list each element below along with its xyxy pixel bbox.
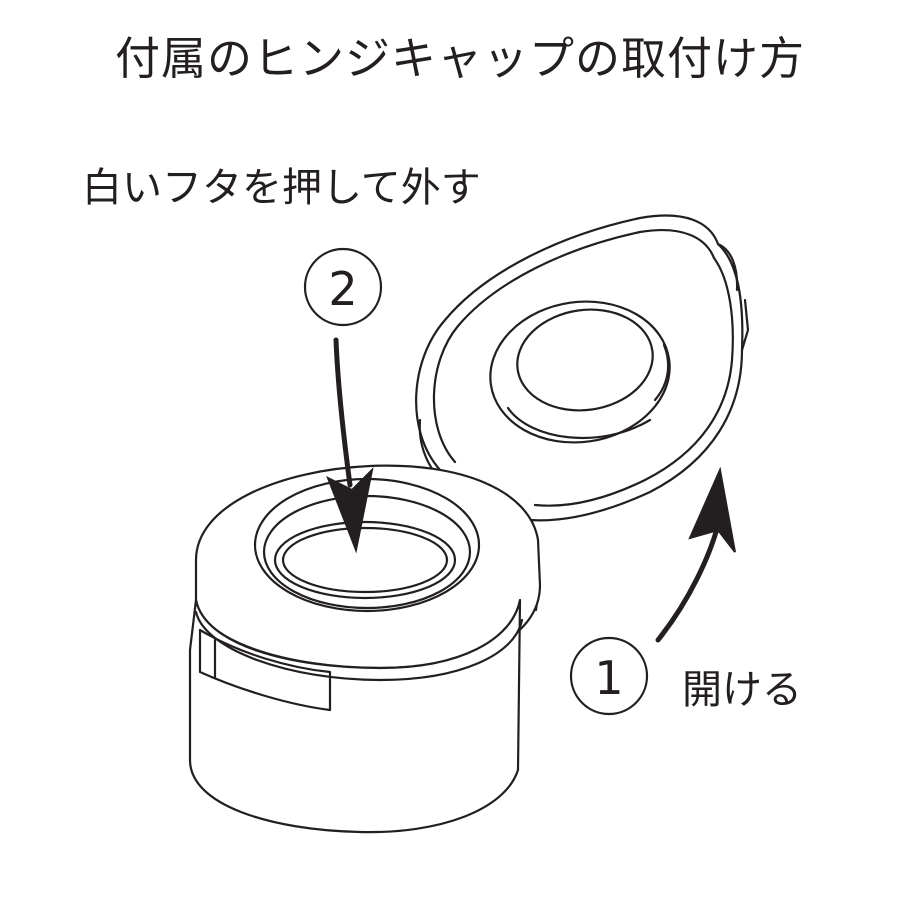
step1-number: 1: [594, 651, 623, 705]
white-inner-lid: [273, 520, 457, 600]
step1-label: 開ける: [682, 667, 802, 713]
curved-arrow-up-icon: [655, 466, 736, 643]
step2-number: 2: [328, 262, 357, 316]
step2-marker: 2: [303, 247, 383, 327]
instruction-push-lid: 白いフタを押して外す: [82, 165, 481, 211]
arrow-down-icon: [326, 337, 374, 554]
open-lid: [415, 214, 750, 522]
step1-circle: [569, 636, 649, 716]
page-title: 付属のヒンジキャップの取付け方: [114, 32, 805, 85]
cap-body: [188, 464, 542, 834]
step1-marker: 1: [569, 636, 649, 716]
step2-circle: [303, 247, 383, 327]
